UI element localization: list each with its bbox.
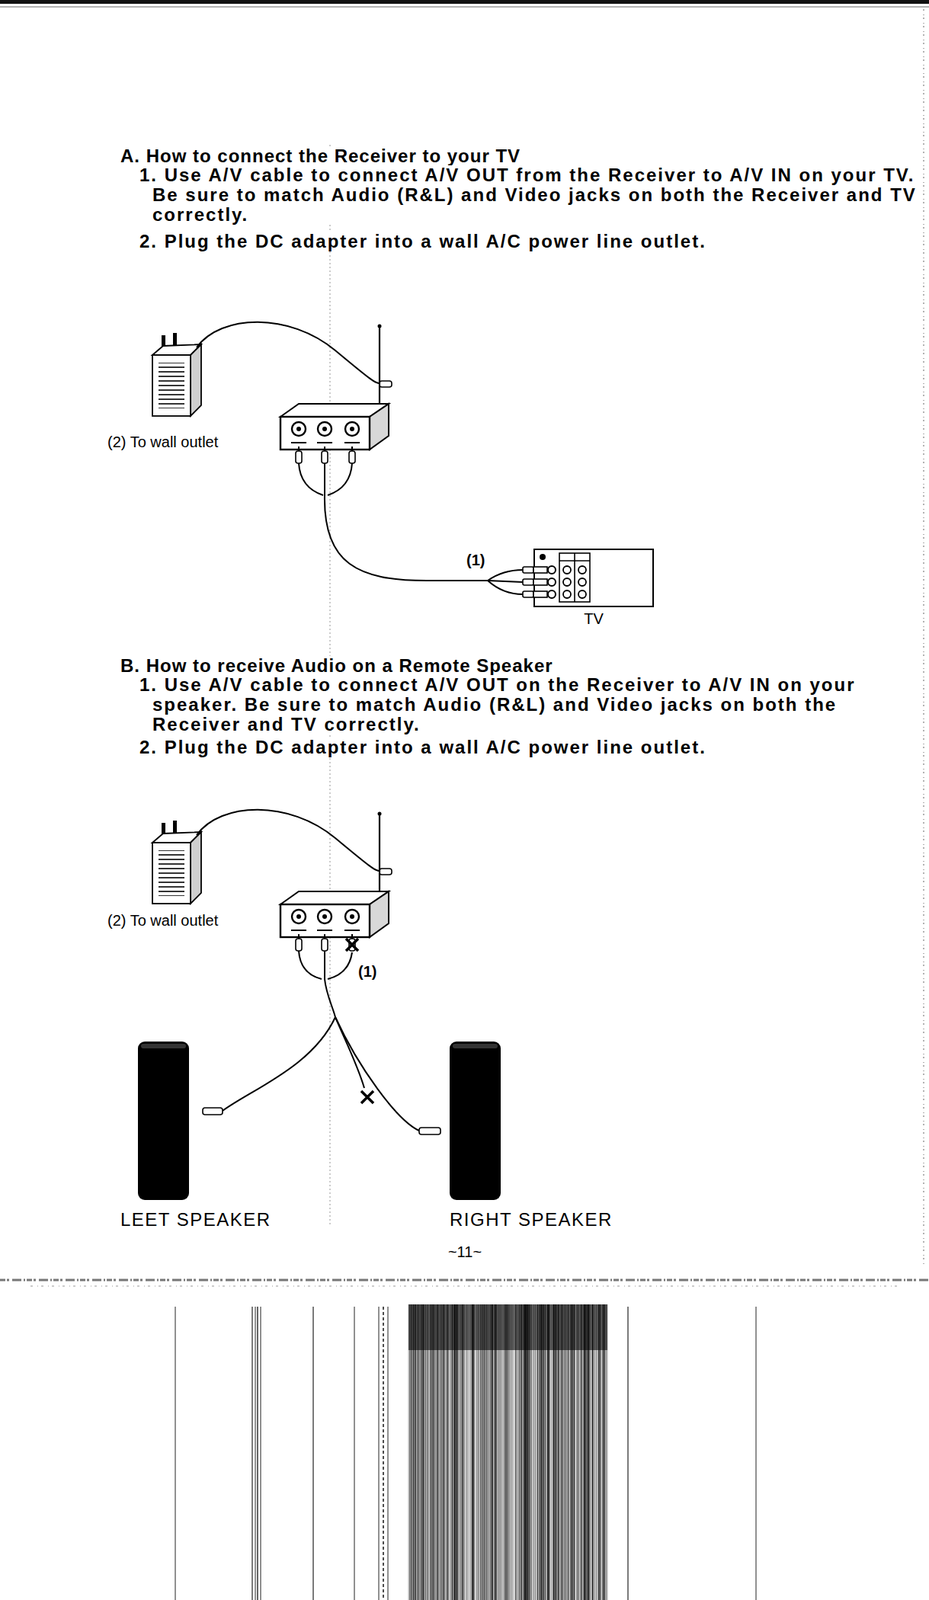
section-heading-text: A. How to connect the Receiver to your T… [120,146,521,167]
scan-band [408,1304,608,1351]
node-label: RIGHT SPEAKER [449,1209,613,1231]
node-label: TV [583,610,604,628]
callout-label: (2) To wall outlet [107,432,218,452]
instruction-step: 2. Plug the DC adapter into a wall A/C p… [139,737,921,758]
instruction-step: 1. Use A/V cable to connect A/V OUT on t… [139,675,921,735]
instruction-step-text: 1. Use A/V cable to connect A/V OUT on t… [139,675,921,735]
callout-number-text: (1) [358,961,377,982]
left-speaker: LEET SPEAKER [120,1041,273,1231]
section-heading-text: B. How to receive Audio on a Remote Spea… [120,656,554,676]
instruction-step-text: 1. Use A/V cable to connect A/V OUT from… [139,165,921,225]
right-speaker: RIGHT SPEAKER [449,1041,615,1231]
page-number: ~11~ [426,1242,503,1263]
speaker-symbol [137,1041,190,1201]
callout-number: (1) [358,961,377,982]
page-number-text: ~11~ [448,1242,482,1263]
tv-symbol [533,548,654,608]
node-label: LEET SPEAKER [120,1209,272,1231]
instruction-step: 1. Use A/V cable to connect A/V OUT from… [139,165,921,225]
callout-label: (2) To wall outlet [107,910,218,931]
instruction-step: 2. Plug the DC adapter into a wall A/C p… [139,231,921,252]
callout-label-text: (2) To wall outlet [107,910,218,931]
instruction-step-text: 2. Plug the DC adapter into a wall A/C p… [139,231,921,252]
section-heading: A. How to connect the Receiver to your T… [120,146,521,167]
tv-set: TV [533,548,654,628]
section-heading: B. How to receive Audio on a Remote Spea… [120,656,554,676]
instruction-step-text: 2. Plug the DC adapter into a wall A/C p… [139,737,921,758]
speaker-symbol [449,1041,501,1201]
callout-label-text: (2) To wall outlet [107,432,218,452]
callout-number: (1) [466,550,485,571]
callout-number-text: (1) [466,550,485,571]
